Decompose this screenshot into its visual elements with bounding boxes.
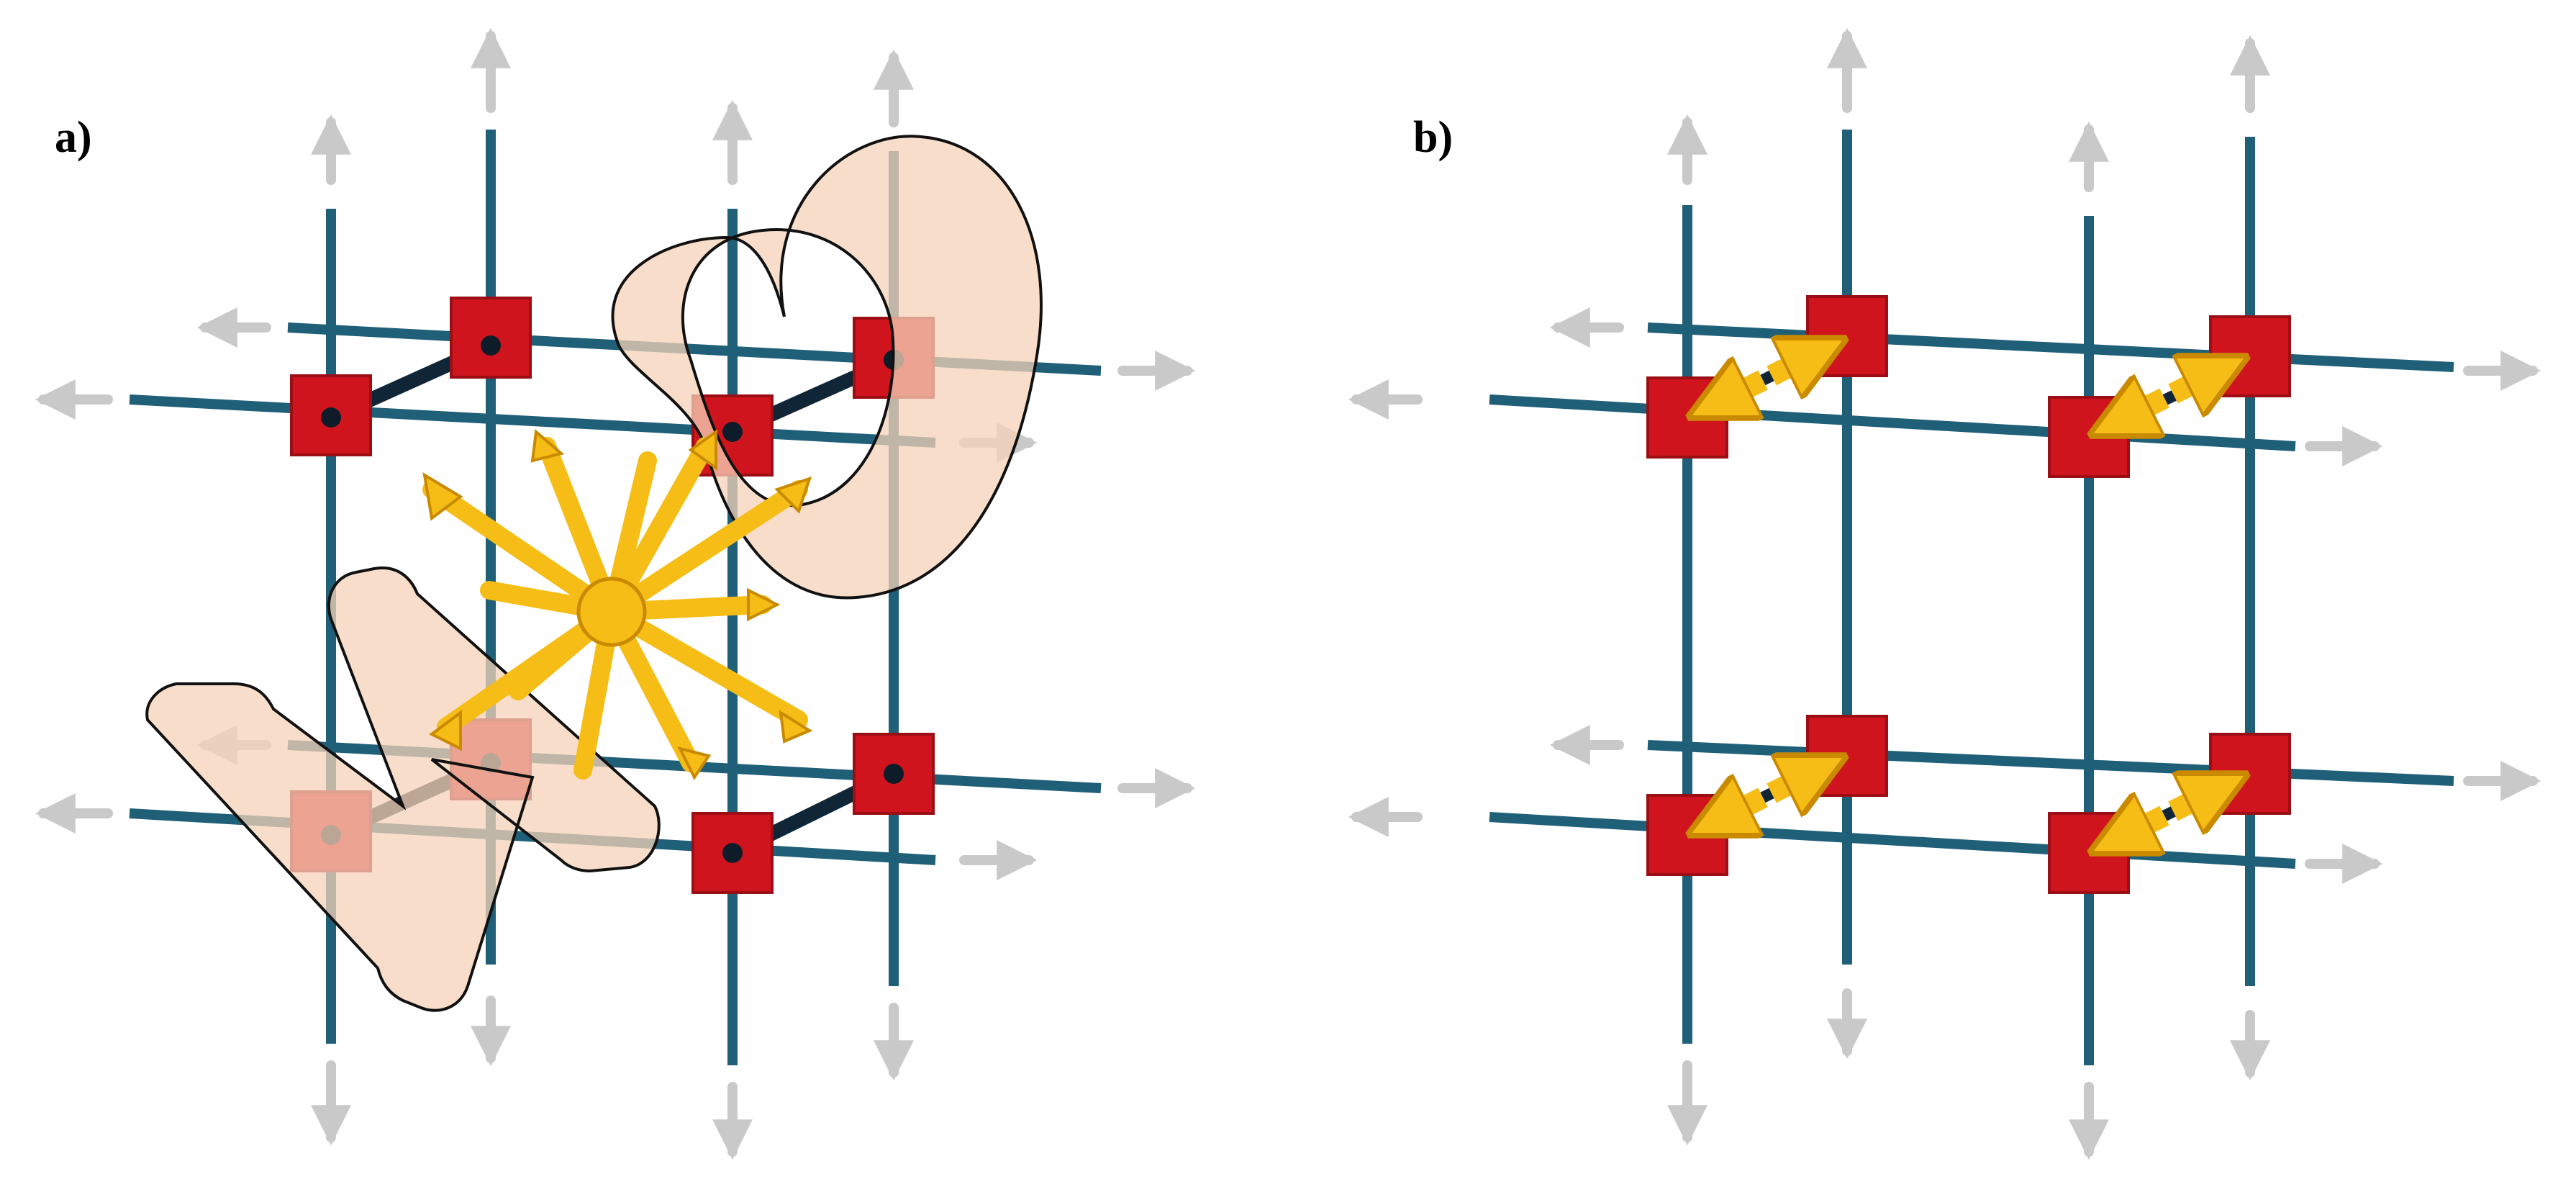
- lattice-rods: [1489, 130, 2454, 1065]
- bond-end: [722, 422, 743, 442]
- starburst-center: [576, 577, 647, 647]
- lattice-rod: [1647, 740, 2454, 786]
- spin-arrow-heads: [422, 429, 813, 780]
- yellow-spin-arrow-icon: [422, 472, 463, 521]
- panel-a: a): [35, 27, 1196, 1160]
- outward-arrows: [1348, 27, 2541, 1160]
- spin-pairs: [1705, 347, 2231, 844]
- red-square-node-icon: [2048, 396, 2130, 478]
- lattice-rod: [129, 394, 936, 448]
- red-square-node-icon: [2209, 315, 2291, 397]
- yellow-spin-arrow-icon: [2107, 816, 2169, 844]
- yellow-spin-arrow-icon: [2107, 398, 2169, 427]
- yellow-spin-arrow-icon: [429, 710, 462, 751]
- yellow-spin-arrow-icon: [1767, 764, 1829, 793]
- panel-label-a: a): [55, 113, 92, 162]
- red-square-node-icon: [2209, 733, 2291, 815]
- n-shaped-outline: [145, 566, 661, 1012]
- red-square-node-icon: [1806, 715, 1888, 797]
- panel-b: b): [1288, 0, 2576, 1192]
- yellow-spin-arrow-icon: [774, 476, 812, 514]
- panel-label-b: b): [1413, 113, 1453, 162]
- yellow-spin-arrow-icon: [1705, 380, 1768, 409]
- bond-end: [722, 843, 743, 863]
- spin-starburst: [422, 429, 813, 780]
- o-shaped-outline: [611, 135, 1043, 600]
- panel-a-diagram: [35, 27, 1196, 1160]
- yellow-spin-arrow-icon: [747, 587, 781, 622]
- red-square-node-icon: [1646, 794, 1728, 876]
- bond-end: [481, 335, 501, 356]
- yellow-spin-arrow-icon: [688, 429, 717, 471]
- yellow-spin-arrow-icon: [2168, 365, 2231, 394]
- yellow-spin-arrow-icon: [530, 429, 565, 463]
- lattice-rod: [1647, 322, 2454, 372]
- bond-end: [884, 764, 904, 784]
- yellow-spin-arrow-icon: [1767, 347, 1829, 376]
- yellow-spin-arrow-icon: [677, 746, 712, 780]
- yellow-spin-arrow-icon: [2168, 782, 2231, 811]
- lattice-rod: [1489, 394, 2296, 451]
- red-square-node-icon: [1646, 376, 1728, 459]
- lattice-rod: [1489, 812, 2296, 869]
- red-square-node-icon: [2048, 812, 2130, 894]
- yellow-spin-arrow-icon: [779, 710, 813, 744]
- panel-b-diagram: [1348, 27, 2541, 1160]
- bond-end: [321, 407, 341, 428]
- yellow-spin-arrow-icon: [1705, 798, 1768, 826]
